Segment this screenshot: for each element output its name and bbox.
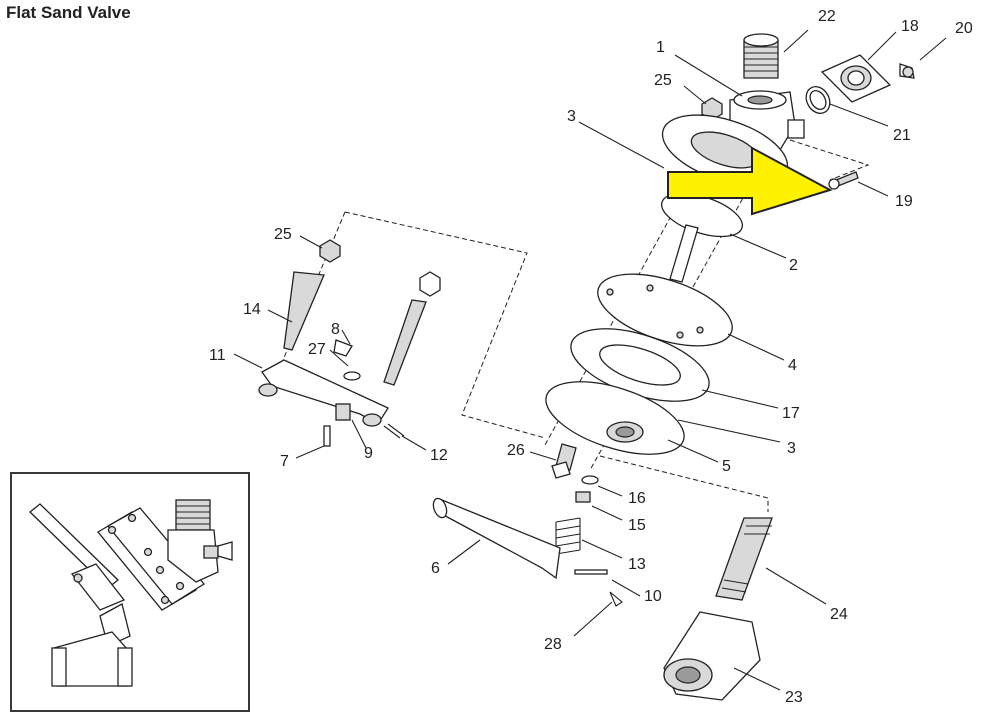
part-6-rod [432,497,561,580]
callout-19: 19 [895,193,913,210]
part-5-bottom-flange [545,381,685,455]
callout-22: 22 [818,8,836,25]
callout-1: 1 [656,39,665,56]
callout-21: 21 [893,127,911,144]
callout-labels: 1 2 3 3 4 5 6 7 8 9 10 11 12 13 14 15 16… [209,8,973,706]
callout-24: 24 [830,606,848,623]
callout-10: 10 [644,588,662,605]
part-18-flange [820,54,892,103]
callout-11: 11 [209,347,226,364]
highlight-arrow-icon [667,146,833,216]
part-7-screw [323,425,331,447]
part-23-tee-fitting [663,611,761,701]
callout-4: 4 [788,357,797,374]
assembled-view-inset [10,472,250,712]
callout-14: 14 [243,301,261,318]
callout-13: 13 [628,556,646,573]
callout-7: 7 [280,453,289,470]
callout-3-bottom: 3 [787,440,796,457]
part-10-pin [574,569,608,575]
part-2-valve-plate [661,192,743,283]
part-4-gasket [597,273,733,347]
part-26-bolt [551,443,577,479]
part-13-spring [555,517,581,555]
callout-6: 6 [431,560,440,577]
callout-27: 27 [308,341,326,358]
callout-3-top: 3 [567,108,576,125]
part-24-pipe [715,517,773,601]
part-12-spring [383,423,405,439]
callout-25-top: 25 [654,72,672,89]
callout-20: 20 [955,20,973,37]
callout-28: 28 [544,636,562,653]
callout-8: 8 [331,321,340,338]
callout-25-left: 25 [274,226,292,243]
part-20-wing-nut [899,63,915,79]
part-15-bushing [575,491,591,503]
part-25-nut-top [701,97,723,121]
callout-23: 23 [785,689,803,706]
part-14-rod [283,271,325,351]
callout-15: 15 [628,517,646,534]
part-19-screw [828,171,859,190]
part-28-cotter-pin [609,591,623,607]
part-22-nipple [743,33,779,79]
callout-5: 5 [722,458,731,475]
part-16-washer [581,475,599,485]
callout-17: 17 [782,405,800,422]
part-27-washer [343,371,361,381]
part-21-o-ring [805,86,831,114]
part-25-nut-left [319,239,341,263]
page-title: Flat Sand Valve [6,3,131,22]
callout-16: 16 [628,490,646,507]
part-14b-rod [383,271,441,386]
callout-18: 18 [901,18,919,35]
callout-12: 12 [430,447,448,464]
leader-lines [233,29,947,691]
callout-2: 2 [789,257,798,274]
callout-9: 9 [364,445,373,462]
part-11-yoke [258,359,389,427]
part-8-wing-bolt [333,339,353,357]
callout-26: 26 [507,442,525,459]
part-9-spacer [335,403,351,421]
